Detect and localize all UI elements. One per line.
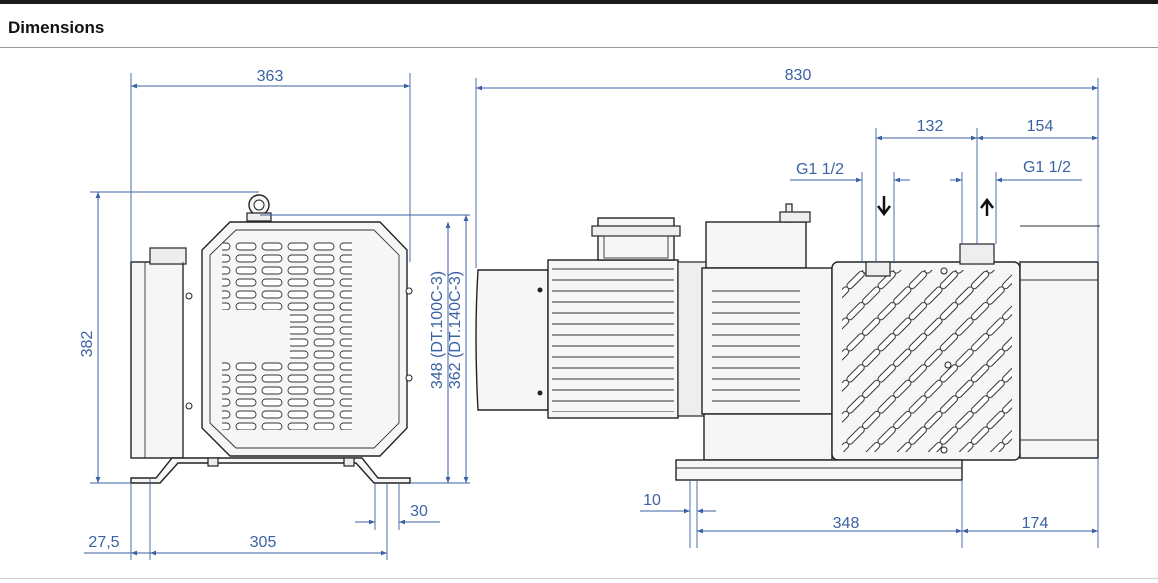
pump-housing-top — [705, 221, 807, 269]
motor-end-cap — [475, 269, 549, 411]
top-bar — [0, 0, 1158, 4]
inlet-thread-label: G1 1/2 — [796, 161, 844, 178]
bottom-divider — [0, 578, 1158, 579]
front-dimensions: 830 132 154 G1 1/2 G1 1/2 10 348 — [475, 67, 1100, 548]
side-dimensions: 363 382 348 (DT.100C-3) 362 (DT.140C-3) … — [79, 68, 470, 560]
outlet-arrow-icon — [980, 197, 994, 216]
lower-housing — [703, 413, 833, 461]
outlet-port — [959, 243, 995, 265]
outlet-thread-label: G1 1/2 — [1023, 159, 1071, 176]
terminal-box — [597, 217, 675, 261]
inlet-port — [865, 261, 891, 277]
dim-foot-width: 30 — [410, 503, 428, 520]
front-view — [475, 196, 1099, 481]
side-flange — [130, 261, 184, 459]
dim-overall-length: 830 — [785, 67, 812, 84]
dim-base-overhang: 174 — [1022, 515, 1049, 532]
dim-base-edge: 10 — [643, 492, 661, 509]
oil-reservoir — [1019, 261, 1099, 459]
dim-side-height: 382 — [79, 331, 96, 358]
dim-base-spacing: 348 — [833, 515, 860, 532]
title-divider — [0, 47, 1158, 48]
dim-outlet-offset: 154 — [1027, 118, 1054, 135]
inlet-arrow-icon — [877, 196, 891, 217]
dim-height-dt140: 362 (DT.140C-3) — [447, 271, 464, 389]
section-title: Dimensions — [8, 18, 105, 37]
dim-foot-offset: 27,5 — [88, 534, 119, 551]
dim-foot-spacing: 305 — [250, 534, 277, 551]
dim-inlet-offset: 132 — [917, 118, 944, 135]
side-foot — [130, 457, 411, 484]
side-view — [130, 194, 413, 484]
dim-height-dt100: 348 (DT.100C-3) — [429, 271, 446, 389]
base-plate — [675, 459, 963, 481]
dim-side-width: 363 — [257, 68, 284, 85]
